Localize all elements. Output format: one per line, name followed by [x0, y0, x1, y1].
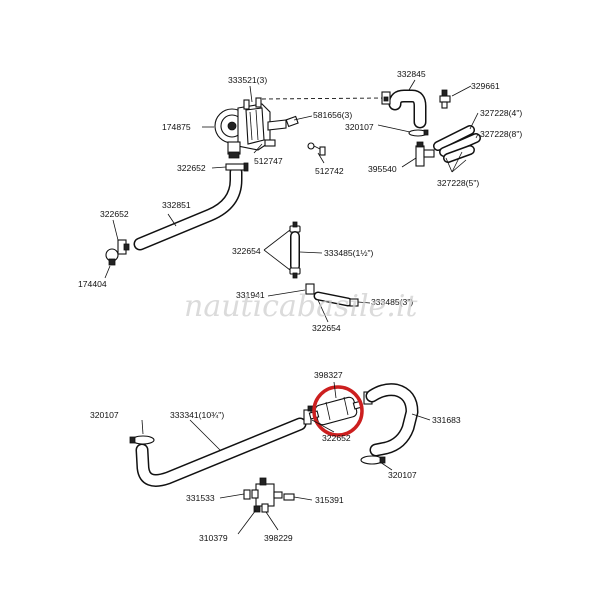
label-320107-left: 320107	[90, 410, 119, 420]
fitting-174404	[105, 248, 119, 266]
label-395540: 395540	[368, 164, 397, 174]
hose-333341	[135, 417, 307, 487]
label-310379: 310379	[199, 533, 228, 543]
part-512747-connector	[264, 139, 276, 147]
label-174404: 174404	[78, 279, 107, 289]
hose-set-327228	[433, 125, 481, 163]
leader-lines	[104, 79, 479, 535]
label-332851: 332851	[162, 200, 191, 210]
part-labels: 333521(3) 332845 329661 327228(4") 32722…	[78, 69, 522, 543]
label-327228-8: 327228(8")	[480, 129, 522, 139]
fitting-329661	[439, 89, 451, 109]
label-322652-top: 322652	[177, 163, 206, 173]
label-174875: 174875	[162, 122, 191, 132]
label-512742: 512742	[315, 166, 344, 176]
label-320107-top: 320107	[345, 122, 374, 132]
clamp-320107-top	[408, 129, 429, 137]
label-333485-a: 333485(1½")	[324, 248, 374, 258]
label-333485-b: 333485(3")	[371, 297, 413, 307]
tee-fitting-395540	[415, 141, 435, 167]
label-322652-left: 322652	[100, 209, 129, 219]
part-512742-screw	[307, 142, 326, 156]
highlight-circle	[312, 385, 364, 437]
clamp-320107-right	[360, 455, 386, 465]
hose-331683	[365, 383, 419, 457]
label-322654-a: 322654	[232, 246, 261, 256]
hose-333485-short	[289, 221, 301, 279]
label-332845: 332845	[397, 69, 426, 79]
part-581656-fitting	[285, 115, 299, 128]
label-331533: 331533	[186, 493, 215, 503]
hose-333485-long	[305, 283, 359, 307]
elbow-hose-332845	[381, 89, 427, 129]
label-315391: 315391	[315, 495, 344, 505]
clamp-322652-left	[117, 239, 130, 255]
label-333341: 333341(10¾")	[170, 410, 224, 420]
label-581656: 581656(3)	[313, 110, 352, 120]
valve-assembly	[243, 477, 295, 513]
label-327228-4: 327228(4")	[480, 108, 522, 118]
label-322654-b: 322654	[312, 323, 341, 333]
label-331683: 331683	[432, 415, 461, 425]
label-322652-bottom: 322652	[322, 433, 351, 443]
alignment-dashed-line	[261, 97, 385, 100]
label-320107-right: 320107	[388, 470, 417, 480]
label-333521: 333521(3)	[228, 75, 267, 85]
clamp-322652-top	[225, 162, 249, 172]
label-331941: 331941	[236, 290, 265, 300]
label-329661: 329661	[471, 81, 500, 91]
fuel-pump-assembly	[214, 97, 287, 159]
hose-332851	[133, 165, 243, 251]
watermark: nauticabasile.it	[184, 289, 418, 324]
clamp-320107-left	[129, 435, 155, 445]
label-398229: 398229	[264, 533, 293, 543]
label-327228-5: 327228(5")	[437, 178, 479, 188]
label-398327: 398327	[314, 370, 343, 380]
label-512747: 512747	[254, 156, 283, 166]
